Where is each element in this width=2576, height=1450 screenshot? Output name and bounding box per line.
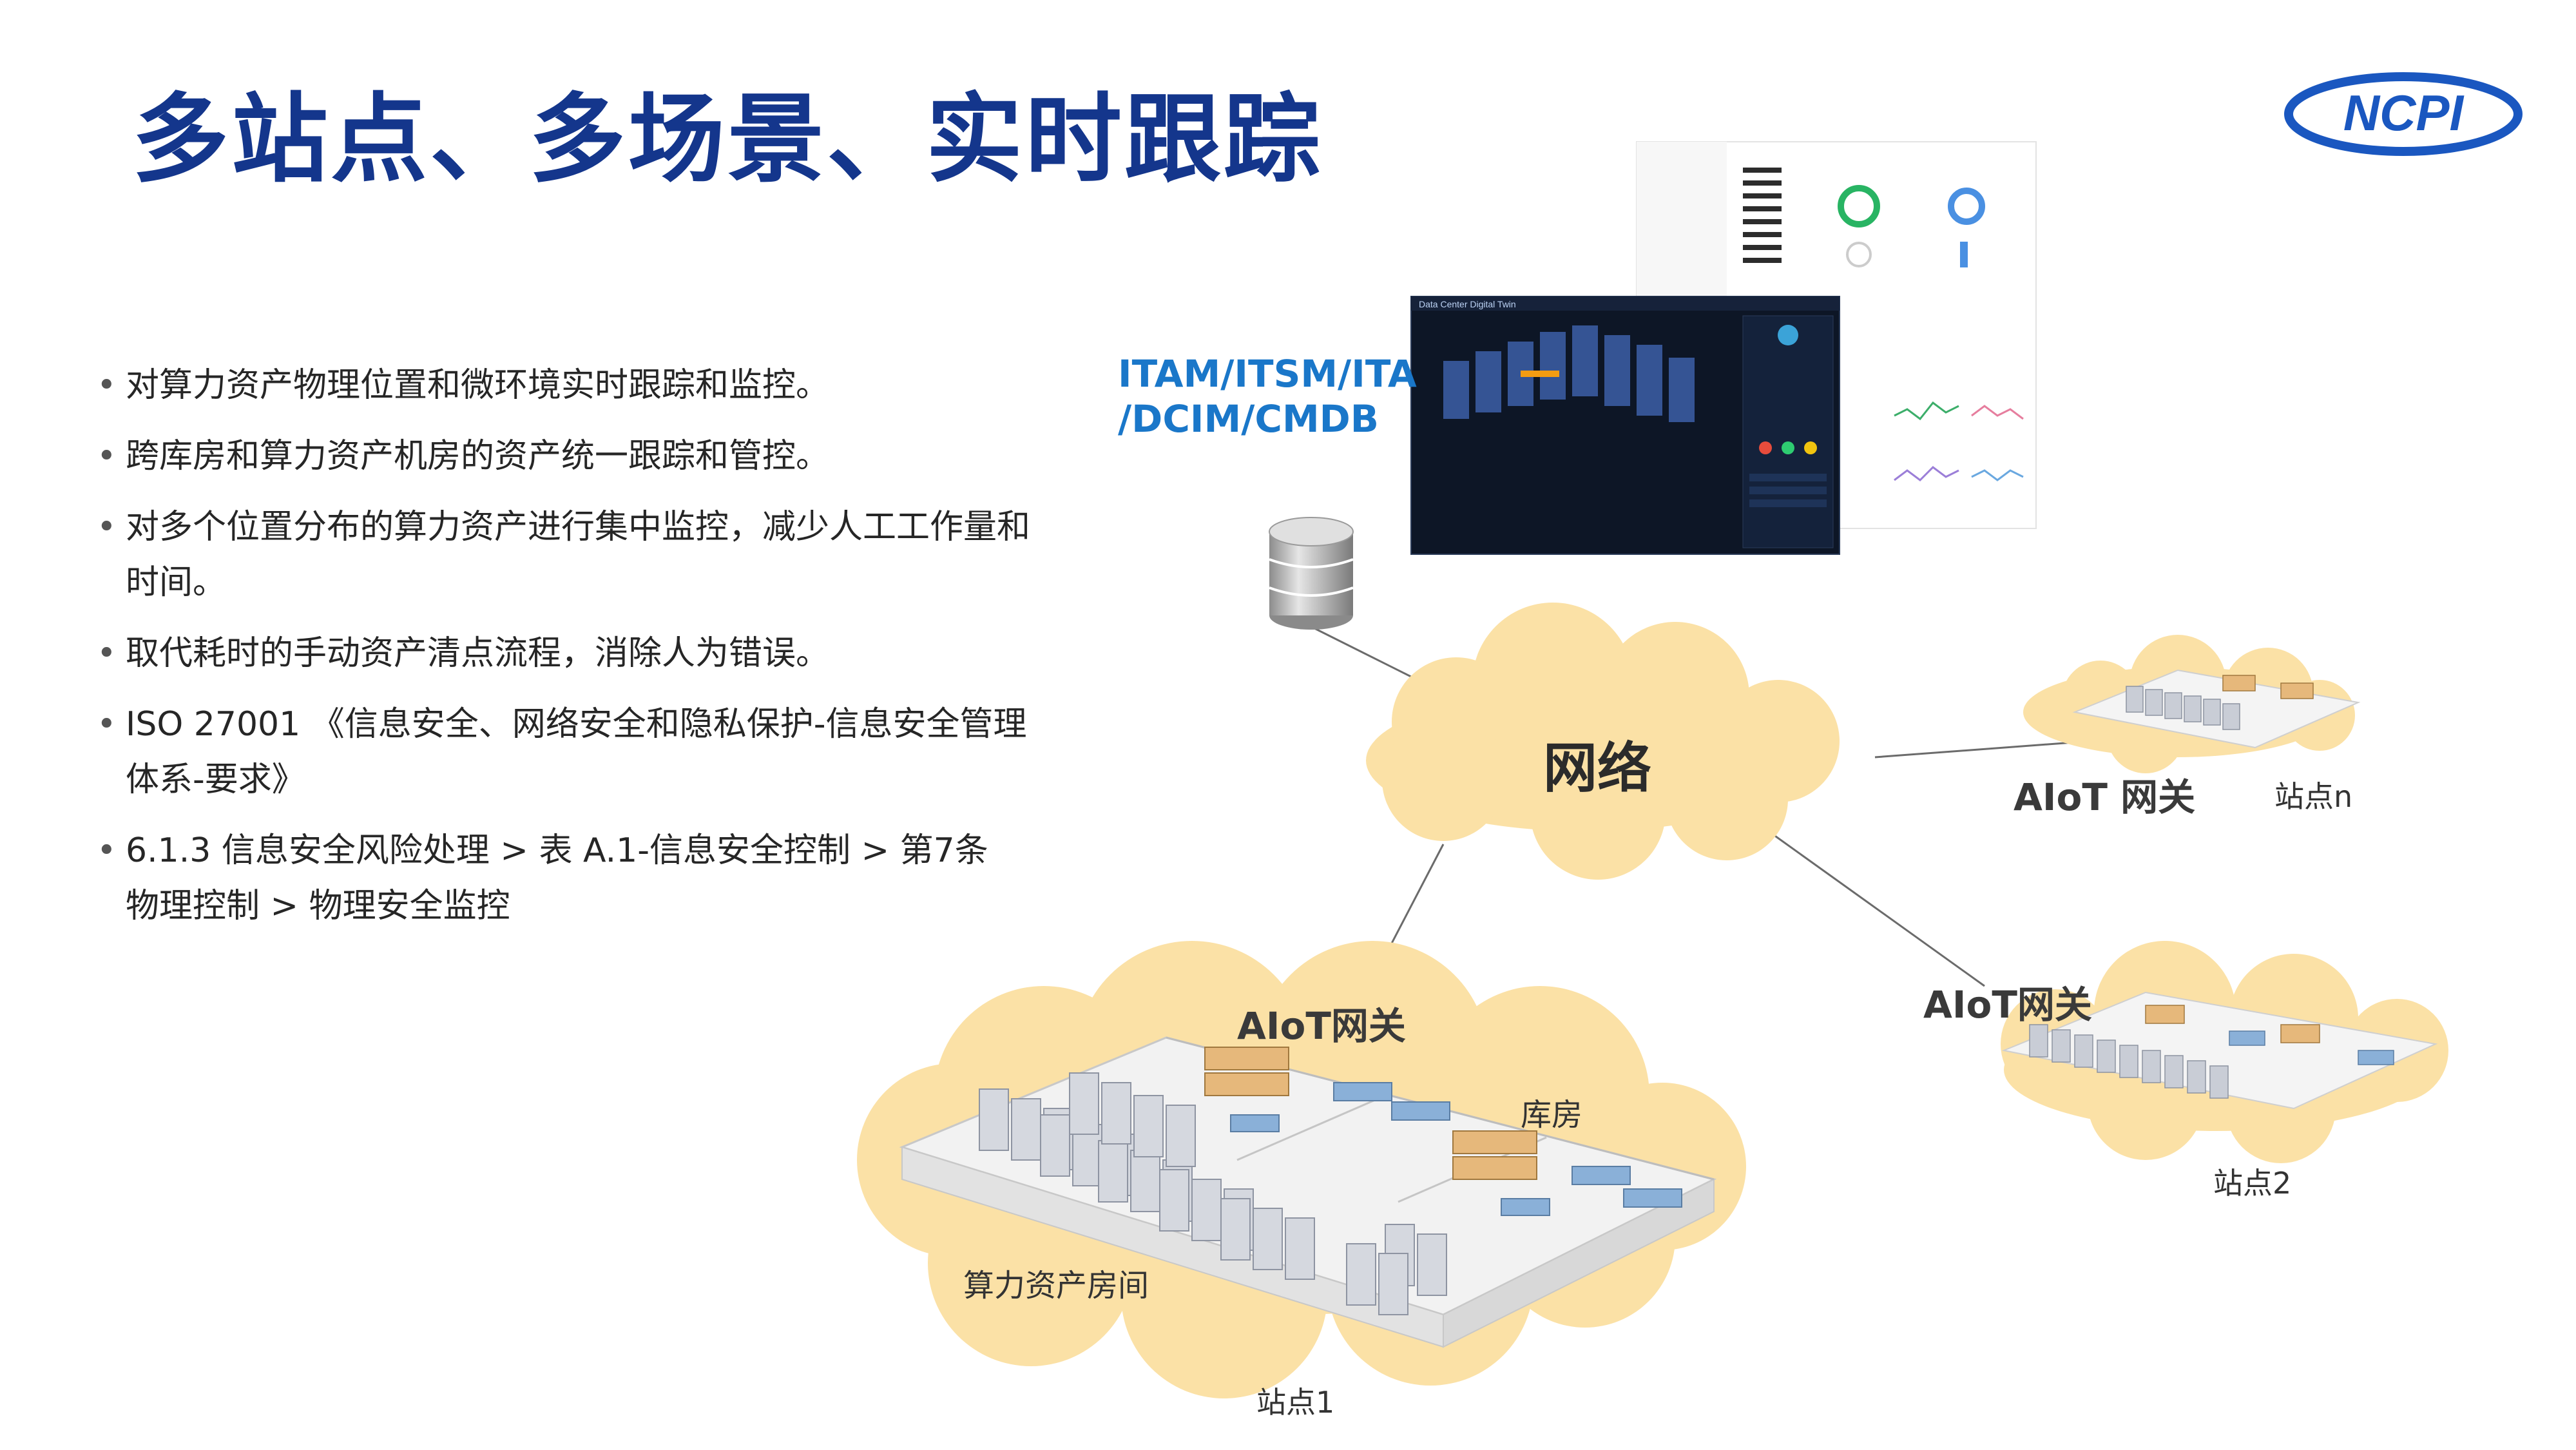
bullet-item: 6.1.3 信息安全风险处理 > 表 A.1-信息安全控制 > 第7条 物理控制…: [97, 823, 1031, 934]
database-icon: [1269, 517, 1354, 630]
compute-room-label: 算力资产房间: [963, 1268, 1149, 1304]
system-label-line1: ITAM/ITSM/ITA: [1118, 352, 1417, 396]
dark-dashboard: Data Center Digital Twin: [1410, 296, 1840, 555]
shelf-icon: [2222, 675, 2314, 699]
site-1-label: 站点1: [1256, 1385, 1335, 1420]
bullet-item: ISO 27001 《信息安全、网络安全和隐私保护-信息安全管理体系-要求》: [97, 697, 1031, 807]
server-rack-icon: [979, 1072, 1447, 1315]
dashboard-screenshots: Data Center Digital Twin: [1405, 139, 2049, 567]
shelf-icon: [1204, 1047, 1537, 1180]
bullet-item: 对算力资产物理位置和微环境实时跟踪和监控。: [97, 358, 1031, 413]
shelf-icon: [2145, 1005, 2320, 1043]
site-2-gateway-label: AIoT网关: [1923, 983, 2092, 1027]
system-label: ITAM/ITSM/ITA /DCIM/CMDB: [1118, 351, 1417, 441]
network-label: 网络: [1543, 737, 1652, 800]
system-label-line2: /DCIM/CMDB: [1118, 397, 1379, 441]
bullet-item: 跨库房和算力资产机房的资产统一跟踪和管控。: [97, 429, 1031, 484]
server-rack-icon: [2126, 686, 2240, 730]
svg-text:Data Center Digital Twin: Data Center Digital Twin: [1419, 299, 1516, 309]
workbench-icon: [2229, 1030, 2394, 1065]
bullet-list: 对算力资产物理位置和微环境实时跟踪和监控。 跨库房和算力资产机房的资产统一跟踪和…: [97, 358, 1031, 949]
site-n-equipment: [2072, 669, 2361, 749]
logo-text: NCPI: [2343, 84, 2465, 141]
page-title: 多站点、多场景、实时跟踪: [132, 84, 1323, 196]
workbench-icon: [1230, 1082, 1682, 1216]
site-1-gateway-label: AIoT网关: [1237, 1004, 1406, 1048]
bullet-item: 取代耗时的手动资产清点流程，消除人为错误。: [97, 626, 1031, 681]
network-cloud: [1366, 603, 1840, 880]
site-2-label: 站点2: [2213, 1166, 2292, 1201]
site-2-equipment: [2001, 991, 2438, 1110]
storage-room-label: 库房: [1521, 1097, 1583, 1133]
server-rack-icon: [2029, 1024, 2229, 1099]
site-n-gateway-label: AIoT 网关: [2014, 775, 2196, 819]
ncpi-logo: NCPI: [2284, 71, 2523, 158]
bullet-item: 对多个位置分布的算力资产进行集中监控，减少人工工作量和时间。: [97, 499, 1031, 610]
site-n-label: 站点n: [2274, 779, 2353, 814]
